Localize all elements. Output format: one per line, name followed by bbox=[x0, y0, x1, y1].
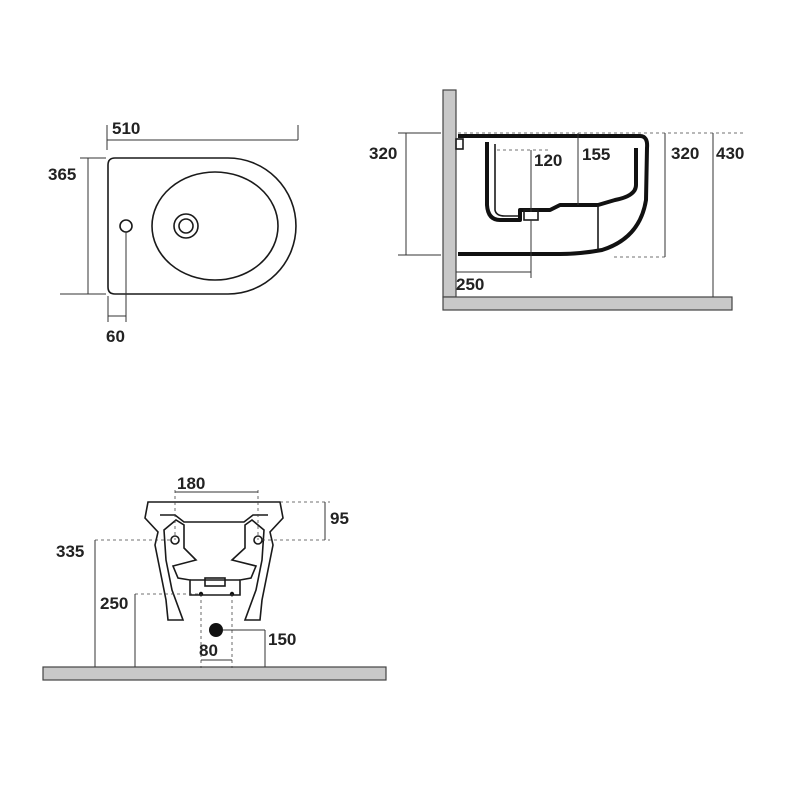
outlet-label: 250 bbox=[456, 275, 484, 294]
side-view-fixing bbox=[455, 138, 464, 150]
front-drain bbox=[209, 623, 223, 637]
top-offset-label: 95 bbox=[330, 509, 349, 528]
top-view-bowl bbox=[151, 171, 279, 281]
front-view: 180 95 335 250 150 80 bbox=[42, 474, 387, 681]
side-view-bowl bbox=[485, 142, 638, 222]
top-view-drain-inner bbox=[178, 218, 194, 234]
total-height-label: 430 bbox=[716, 144, 744, 163]
top-view-tap-hole bbox=[119, 219, 133, 233]
drain-width-label: 80 bbox=[199, 641, 218, 660]
height-left-label: 320 bbox=[369, 144, 397, 163]
depth-label: 365 bbox=[48, 165, 76, 184]
holes-height-label: 335 bbox=[56, 542, 84, 561]
holes-spacing-label: 180 bbox=[177, 474, 205, 493]
front-view-outline bbox=[144, 501, 284, 621]
side-wall bbox=[442, 89, 457, 298]
side-view-body bbox=[458, 134, 650, 256]
front-left-fixing-hole bbox=[170, 535, 180, 545]
top-view-drain bbox=[173, 213, 199, 239]
width-label: 510 bbox=[112, 119, 140, 138]
outlet-height-label: 250 bbox=[100, 594, 128, 613]
front-floor bbox=[42, 666, 387, 681]
height-right-label: 320 bbox=[671, 144, 699, 163]
hole-offset-label: 60 bbox=[106, 327, 125, 346]
drain-height-label: 150 bbox=[268, 630, 296, 649]
side-view: 320 120 155 320 430 250 bbox=[369, 89, 745, 311]
side-floor bbox=[442, 296, 733, 311]
top-view-outline bbox=[107, 157, 297, 295]
front-view-outlet-box bbox=[204, 577, 226, 587]
inlet-label: 120 bbox=[534, 151, 562, 170]
inner-label: 155 bbox=[582, 145, 610, 164]
top-view: 510 365 60 bbox=[48, 119, 299, 346]
